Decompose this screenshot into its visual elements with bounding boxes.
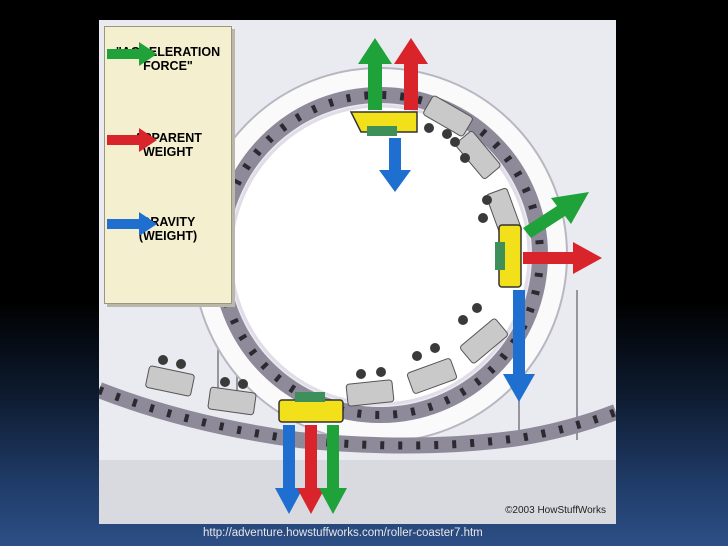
red-arrow-icon [107, 128, 157, 152]
lower-track-ties [99, 386, 616, 450]
ground [99, 460, 616, 524]
diagram-artwork [99, 38, 616, 524]
bottom-car-forces [275, 425, 347, 514]
legend-item-apparent-weight: APPARENT WEIGHT [105, 127, 231, 159]
green-arrow-icon [107, 42, 157, 66]
rider-heads [158, 123, 492, 389]
legend-item-acceleration: "ACCELERATION FORCE" [105, 41, 231, 73]
blue-arrow-icon [107, 212, 157, 236]
legend: "ACCELERATION FORCE" APPARENT WEIGHT GRA… [104, 26, 232, 304]
top-car-forces [358, 38, 428, 192]
yellow-car-top [349, 111, 418, 136]
source-url[interactable]: http://adventure.howstuffworks.com/rolle… [203, 527, 483, 539]
yellow-car-bottom [278, 392, 344, 423]
legend-item-gravity: GRAVITY (WEIGHT) [105, 211, 231, 243]
roller-coaster-diagram: "ACCELERATION FORCE" APPARENT WEIGHT GRA… [99, 20, 616, 524]
side-car-forces [503, 192, 602, 402]
yellow-car-side [495, 224, 522, 288]
copyright-text: ©2003 HowStuffWorks [505, 505, 606, 516]
